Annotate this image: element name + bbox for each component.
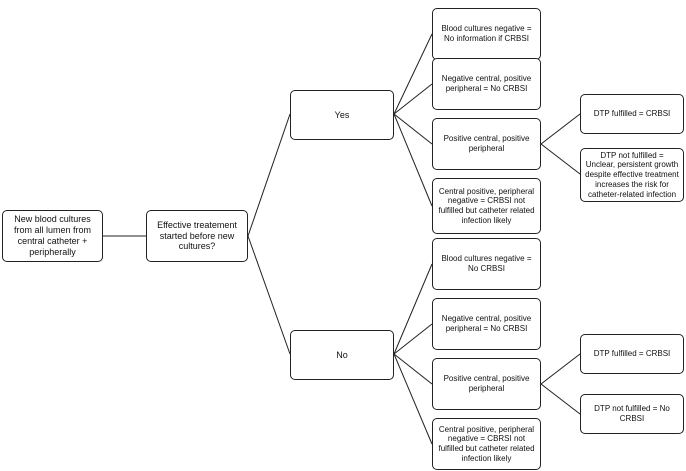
- edge-yes-poscent: [393, 113, 433, 145]
- root-node: New blood cultures from all lumen from c…: [2, 210, 103, 262]
- edge-no-neg: [393, 263, 433, 355]
- edge-no-poscent-dtp-ok: [540, 353, 581, 385]
- yes-dtp-not-fulfilled-node: DTP not fulfilled = Unclear, persistent …: [580, 148, 684, 202]
- edge-no-negcent: [393, 323, 433, 355]
- yes-dtp-not-fulfilled-label: DTP not fulfilled = Unclear, persistent …: [585, 150, 679, 199]
- no-dtp-not-fulfilled-node: DTP not fulfilled = No CRBSI: [580, 394, 684, 434]
- no-dtp-not-fulfilled-label: DTP not fulfilled = No CRBSI: [594, 404, 670, 423]
- no-node: No: [290, 330, 394, 380]
- yes-negative-central-label: Negative central, positive peripheral = …: [441, 74, 532, 93]
- edge-treatment-yes: [247, 113, 291, 237]
- edge-yes-negcent: [393, 83, 433, 115]
- no-negative-central-label: Negative central, positive peripheral = …: [441, 314, 532, 333]
- treatment-question-label: Effective treatement started before new …: [157, 219, 237, 252]
- yes-dtp-fulfilled-node: DTP fulfilled = CRBSI: [580, 94, 684, 134]
- no-central-positive-peripheral-negative-node: Central positive, peripheral negative = …: [432, 418, 541, 470]
- edge-treatment-no: [247, 235, 291, 355]
- edge-yes-poscent-dtp-not: [540, 143, 581, 175]
- no-dtp-fulfilled-node: DTP fulfilled = CRBSI: [580, 334, 684, 374]
- no-node-label: No: [336, 349, 348, 360]
- yes-cultures-negative-label: Blood cultures negative = No information…: [441, 24, 532, 43]
- yes-node: Yes: [290, 90, 394, 140]
- yes-dtp-fulfilled-label: DTP fulfilled = CRBSI: [593, 109, 671, 119]
- edge-no-cpos: [393, 353, 433, 445]
- edge-yes-cpos: [393, 113, 433, 207]
- yes-central-positive-peripheral-negative-node: Central positive, peripheral negative = …: [432, 178, 541, 234]
- yes-positive-central-node: Positive central, positive peripheral: [432, 118, 541, 170]
- root-node-label: New blood cultures from all lumen from c…: [13, 214, 92, 257]
- edge-no-poscent: [393, 353, 433, 385]
- no-cultures-negative-label: Blood cultures negative = No CRBSI: [441, 254, 532, 273]
- no-positive-central-label: Positive central, positive peripheral: [443, 374, 530, 393]
- yes-cultures-negative-node: Blood cultures negative = No information…: [432, 8, 541, 60]
- no-negative-central-node: Negative central, positive peripheral = …: [432, 298, 541, 350]
- yes-central-positive-peripheral-negative-label: Central positive, peripheral negative = …: [438, 186, 535, 225]
- no-central-positive-peripheral-negative-label: Central positive, peripheral negative = …: [438, 424, 535, 463]
- no-dtp-fulfilled-label: DTP fulfilled = CRBSI: [593, 349, 671, 359]
- yes-negative-central-node: Negative central, positive peripheral = …: [432, 58, 541, 110]
- edge-yes-neg: [393, 33, 433, 115]
- yes-node-label: Yes: [334, 109, 350, 120]
- yes-positive-central-label: Positive central, positive peripheral: [443, 134, 530, 153]
- no-positive-central-node: Positive central, positive peripheral: [432, 358, 541, 410]
- edge-no-poscent-dtp-not: [540, 383, 581, 415]
- edge-yes-poscent-dtp-ok: [540, 113, 581, 145]
- treatment-question-node: Effective treatement started before new …: [146, 210, 248, 262]
- no-cultures-negative-node: Blood cultures negative = No CRBSI: [432, 238, 541, 290]
